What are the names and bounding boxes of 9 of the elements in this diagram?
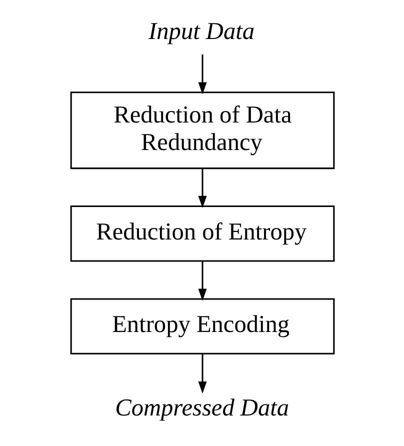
node-box: Reduction of Data Redundancy (70, 92, 334, 170)
node-text: Input Data (148, 18, 254, 45)
node-box: Entropy Encoding (70, 298, 334, 354)
node-box: Reduction of Entropy (70, 206, 334, 262)
arrow (198, 54, 206, 94)
arrow (198, 261, 206, 301)
arrow (198, 354, 206, 394)
node-text: Compressed Data (114, 394, 289, 422)
arrow (198, 168, 206, 208)
